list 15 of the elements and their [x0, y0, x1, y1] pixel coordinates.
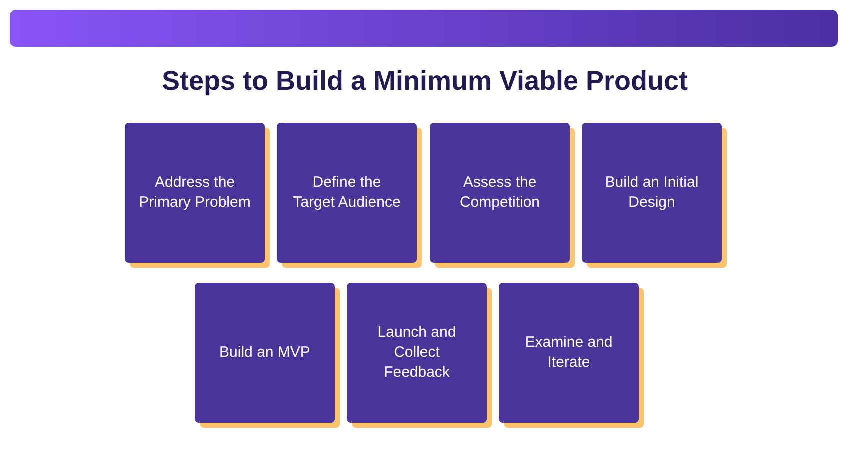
- step-box: [582, 123, 722, 263]
- step-box: [195, 283, 335, 423]
- step-label: Build an MVP: [220, 343, 310, 363]
- step-label: Build an Initial Design: [604, 173, 700, 213]
- step-label: Define the Target Audience: [292, 173, 402, 213]
- step-box: [125, 123, 265, 263]
- step-box: [430, 123, 570, 263]
- step-box: [499, 283, 639, 423]
- step-label: Assess the Competition: [458, 173, 542, 213]
- title: Steps to Build a Minimum Viable Product: [160, 66, 690, 97]
- step-label: Examine and Iterate: [524, 333, 614, 373]
- step-box: [277, 123, 417, 263]
- step-box: [347, 283, 487, 423]
- step-label: Address the Primary Problem: [139, 173, 251, 213]
- step-label: Launch and Collect Feedback: [376, 323, 458, 383]
